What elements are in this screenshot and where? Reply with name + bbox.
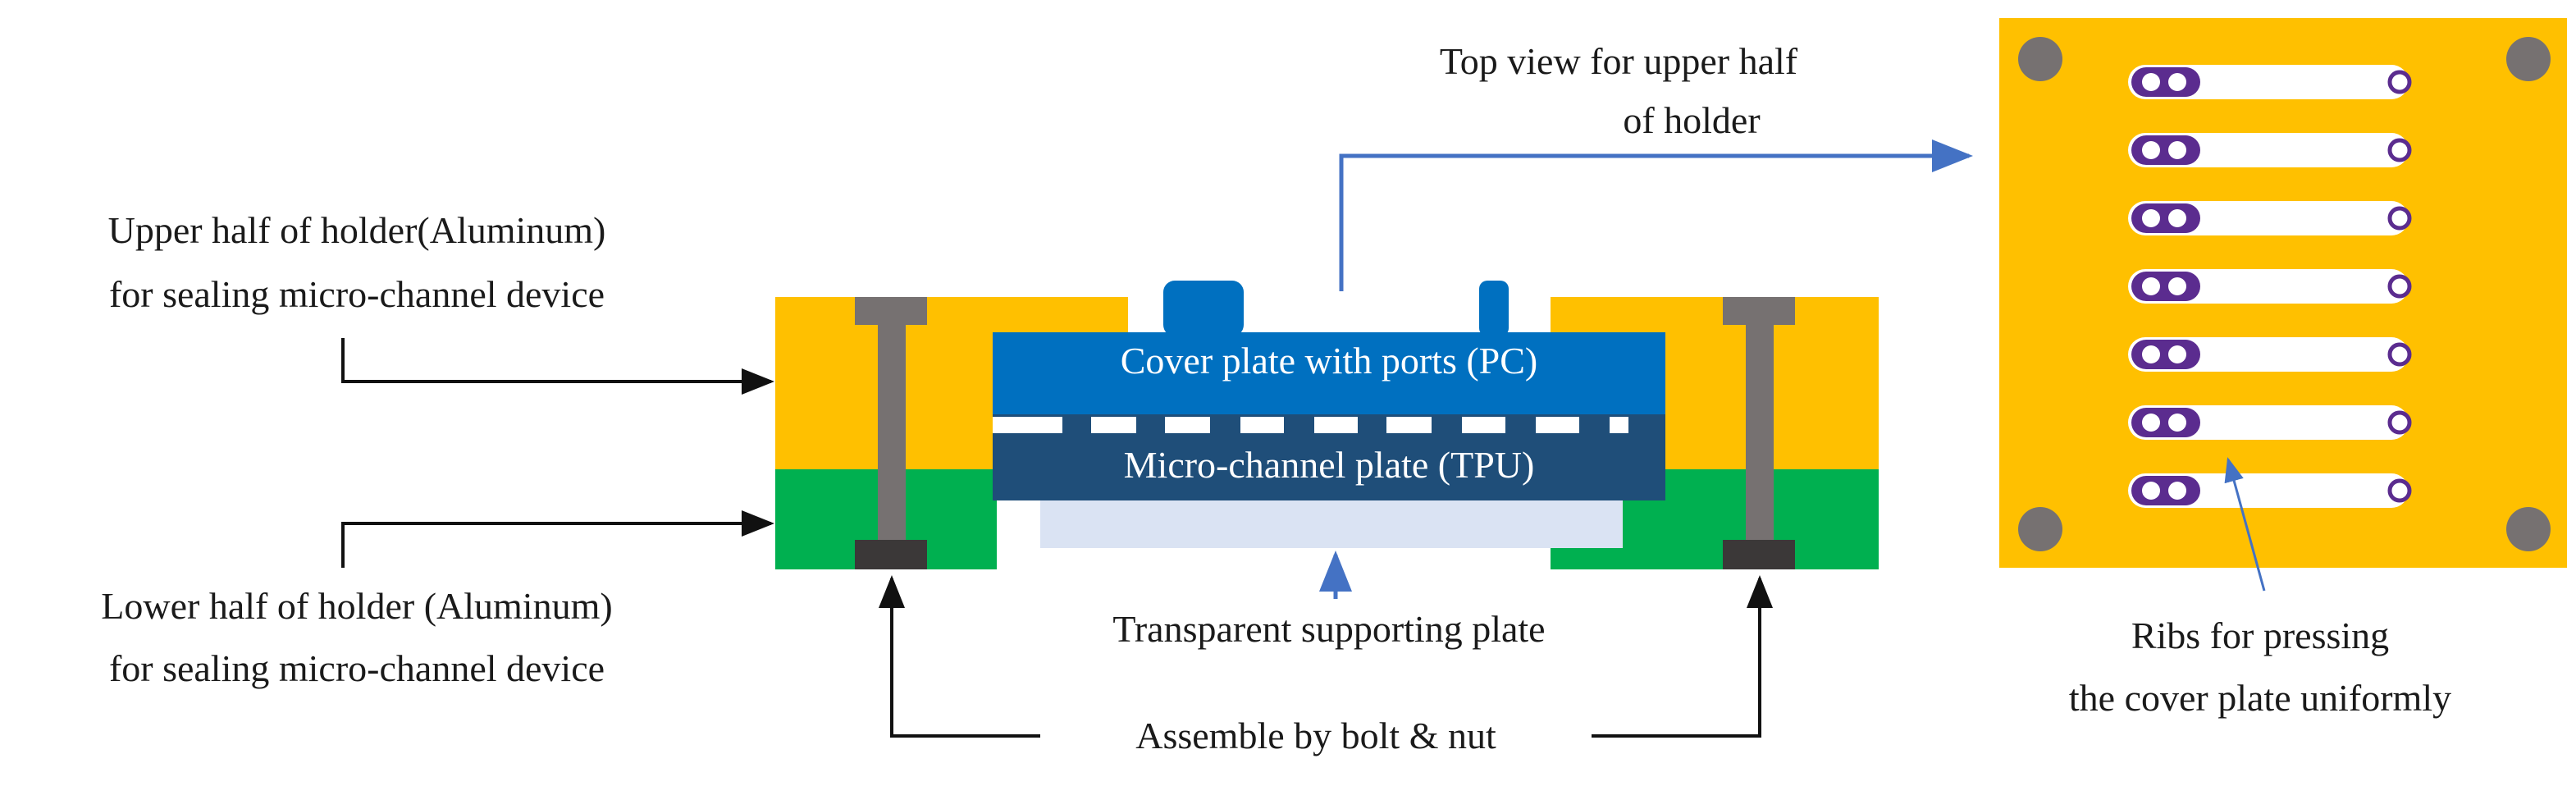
- rib-port-pill: [2131, 203, 2200, 233]
- rib-slot: [2128, 473, 2409, 508]
- bolt-left-shaft: [878, 325, 906, 540]
- cover-port-left: [1163, 281, 1244, 336]
- rib-port-pill: [2131, 408, 2200, 437]
- rib-rows: [2128, 65, 2412, 508]
- assemble-label: Assemble by bolt & nut: [1135, 715, 1496, 756]
- top-view-arrow: [1339, 139, 1973, 291]
- rib-port-hole: [2142, 209, 2160, 227]
- bolt-right-head: [1723, 297, 1795, 325]
- ribs-label-line1: Ribs for pressing: [2131, 615, 2389, 656]
- corner-bolt-hole-tl: [2018, 37, 2062, 81]
- rib-slot: [2128, 405, 2409, 440]
- upper-holder-label-line2: for sealing micro-channel device: [109, 273, 605, 315]
- rib-port-hole: [2168, 482, 2186, 500]
- micro-channel: [1165, 417, 1210, 433]
- corner-bolt-hole-bl: [2018, 507, 2062, 551]
- rib-end-hole: [2387, 342, 2412, 367]
- rib-port-hole: [2142, 141, 2160, 159]
- rib-end-hole: [2387, 206, 2412, 231]
- rib-port-hole: [2142, 345, 2160, 363]
- rib-port-hole: [2168, 209, 2186, 227]
- bottom-callouts: Transparent supporting plate Assemble by…: [879, 551, 1773, 756]
- rib-end-hole: [2387, 478, 2412, 503]
- assemble-arrow-left: [879, 575, 1040, 738]
- corner-bolt-hole-br: [2506, 507, 2551, 551]
- ribs-pointer: [2224, 457, 2266, 592]
- rib-slot: [2128, 133, 2409, 167]
- micro-channel: [1240, 417, 1284, 433]
- rib-port-hole: [2142, 414, 2160, 432]
- rib-end-hole: [2387, 410, 2412, 435]
- rib-end-hole: [2387, 274, 2412, 299]
- rib-slot: [2128, 269, 2409, 304]
- rib-port-hole: [2168, 141, 2186, 159]
- lower-holder-label-line1: Lower half of holder (Aluminum): [101, 585, 612, 627]
- cover-port-right: [1479, 281, 1509, 336]
- left-callouts: Upper half of holder(Aluminum) for seali…: [101, 209, 774, 689]
- cross-section: Cover plate with ports (PC) Micro-channe…: [775, 281, 1879, 569]
- rib-slot: [2128, 65, 2409, 99]
- micro-channel: [1462, 417, 1505, 433]
- lower-holder-arrow: [341, 510, 774, 568]
- micro-channels: [993, 417, 1628, 433]
- rib-row: [2128, 201, 2412, 235]
- micro-channel: [1091, 417, 1136, 433]
- micro-channel: [1536, 417, 1579, 433]
- rib-port-hole: [2142, 73, 2160, 91]
- supporting-plate-label: Transparent supporting plate: [1112, 608, 1545, 650]
- rib-end-hole: [2387, 70, 2412, 94]
- bolt-right-shaft: [1746, 325, 1774, 540]
- rib-port-hole: [2168, 345, 2186, 363]
- rib-port-hole: [2168, 277, 2186, 295]
- rib-end-hole: [2387, 138, 2412, 162]
- rib-slot: [2128, 201, 2409, 235]
- upper-holder-label-line1: Upper half of holder(Aluminum): [108, 209, 606, 251]
- micro-channel: [1314, 417, 1358, 433]
- lower-holder-label-line2: for sealing micro-channel device: [109, 647, 605, 689]
- corner-bolt-hole-tr: [2506, 37, 2551, 81]
- transparent-supporting-plate: [1040, 500, 1623, 548]
- cover-plate-label: Cover plate with ports (PC): [1121, 340, 1538, 382]
- micro-channel: [1386, 417, 1432, 433]
- top-view-panel: Ribs for pressing the cover plate unifor…: [1999, 18, 2567, 719]
- rib-port-hole: [2168, 73, 2186, 91]
- nut-right: [1723, 540, 1795, 569]
- rib-port-pill: [2131, 67, 2200, 97]
- rib-port-pill: [2131, 340, 2200, 369]
- cover-plate: [993, 332, 1665, 414]
- rib-port-pill: [2131, 135, 2200, 165]
- nut-left: [855, 540, 927, 569]
- upper-holder-arrow: [341, 338, 774, 395]
- micro-channel-plate-label: Micro-channel plate (TPU): [1124, 444, 1535, 486]
- rib-port-pill: [2131, 272, 2200, 301]
- bolt-left-head: [855, 297, 927, 325]
- top-view-label-line1: Top view for upper half: [1440, 40, 1798, 82]
- top-view-label-line2: of holder: [1623, 99, 1760, 141]
- rib-row: [2128, 473, 2412, 508]
- rib-row: [2128, 337, 2412, 372]
- rib-row: [2128, 269, 2412, 304]
- rib-port-hole: [2142, 482, 2160, 500]
- rib-slot: [2128, 337, 2409, 372]
- rib-row: [2128, 65, 2412, 99]
- rib-port-pill: [2131, 476, 2200, 505]
- rib-port-hole: [2142, 277, 2160, 295]
- rib-port-hole: [2168, 414, 2186, 432]
- ribs-label-line2: the cover plate uniformly: [2069, 677, 2451, 719]
- top-view-callout: Top view for upper half of holder: [1339, 40, 1973, 291]
- assemble-arrow-right: [1592, 575, 1773, 738]
- rib-row: [2128, 405, 2412, 440]
- micro-channel: [1610, 417, 1628, 433]
- micro-channel: [993, 417, 1062, 433]
- rib-row: [2128, 133, 2412, 167]
